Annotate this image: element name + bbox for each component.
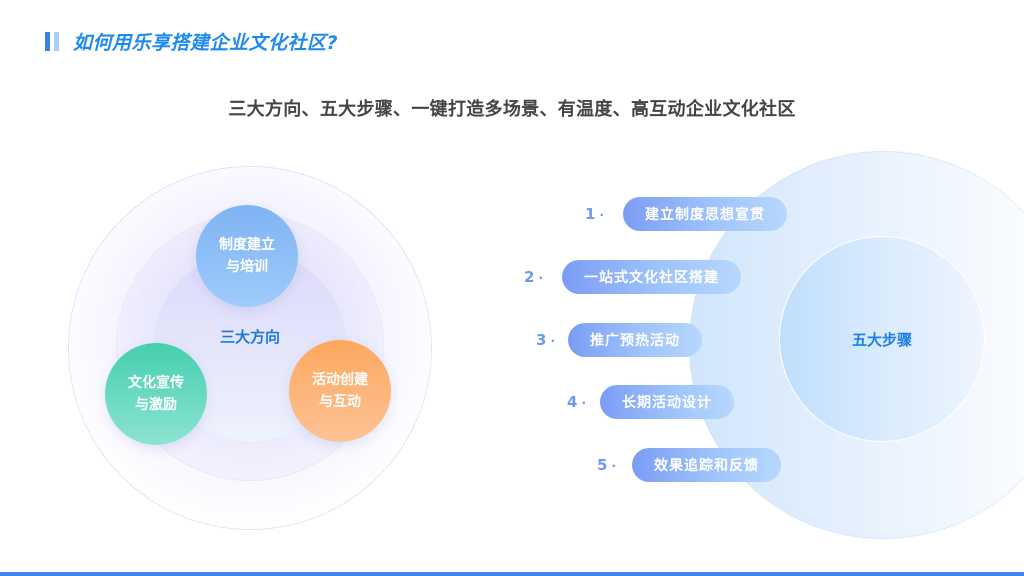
title-accent-bar	[45, 32, 50, 51]
direction-node-culture-promotion: 文化宣传 与激励	[105, 343, 207, 445]
step-number: 1·	[585, 205, 604, 223]
step-pill: 一站式文化社区搭建	[562, 260, 741, 294]
node-label-line1: 制度建立	[219, 237, 275, 253]
step-pill: 推广预热活动	[568, 323, 702, 357]
five-steps-label: 五大步骤	[851, 331, 912, 349]
node-label-line2: 与培训	[226, 259, 268, 275]
page-header: 如何用乐享搭建企业文化社区?	[45, 28, 338, 55]
step-pill: 效果追踪和反馈	[632, 448, 781, 482]
step-pill: 建立制度思想宣贯	[623, 197, 787, 231]
step-number: 3·	[536, 331, 555, 349]
direction-node-system-training: 制度建立 与培训	[196, 205, 298, 307]
node-label-line1: 文化宣传	[128, 375, 184, 391]
three-directions-label: 三大方向	[219, 328, 280, 346]
step-item: 3· 推广预热活动	[536, 323, 702, 357]
direction-node-activity-interaction: 活动创建 与互动	[289, 340, 391, 442]
inner-circle	[779, 236, 985, 442]
step-item: 2· 一站式文化社区搭建	[524, 260, 741, 294]
page-subtitle: 三大方向、五大步骤、一键打造多场景、有温度、高互动企业文化社区	[228, 99, 796, 120]
step-item: 1· 建立制度思想宣贯	[585, 197, 787, 231]
step-item: 5· 效果追踪和反馈	[597, 448, 781, 482]
page-title: 如何用乐享搭建企业文化社区?	[73, 32, 339, 54]
title-accent-bar-light	[54, 32, 59, 51]
step-number: 5·	[597, 456, 616, 474]
step-pill: 长期活动设计	[600, 385, 734, 419]
step-item: 4· 长期活动设计	[567, 385, 734, 419]
node-label-line2: 与激励	[135, 397, 177, 413]
node-label-line1: 活动创建	[312, 372, 368, 388]
step-number: 4·	[567, 393, 586, 411]
step-number: 2·	[524, 268, 543, 286]
node-label-line2: 与互动	[319, 394, 361, 410]
bottom-accent-bar	[0, 572, 1024, 576]
